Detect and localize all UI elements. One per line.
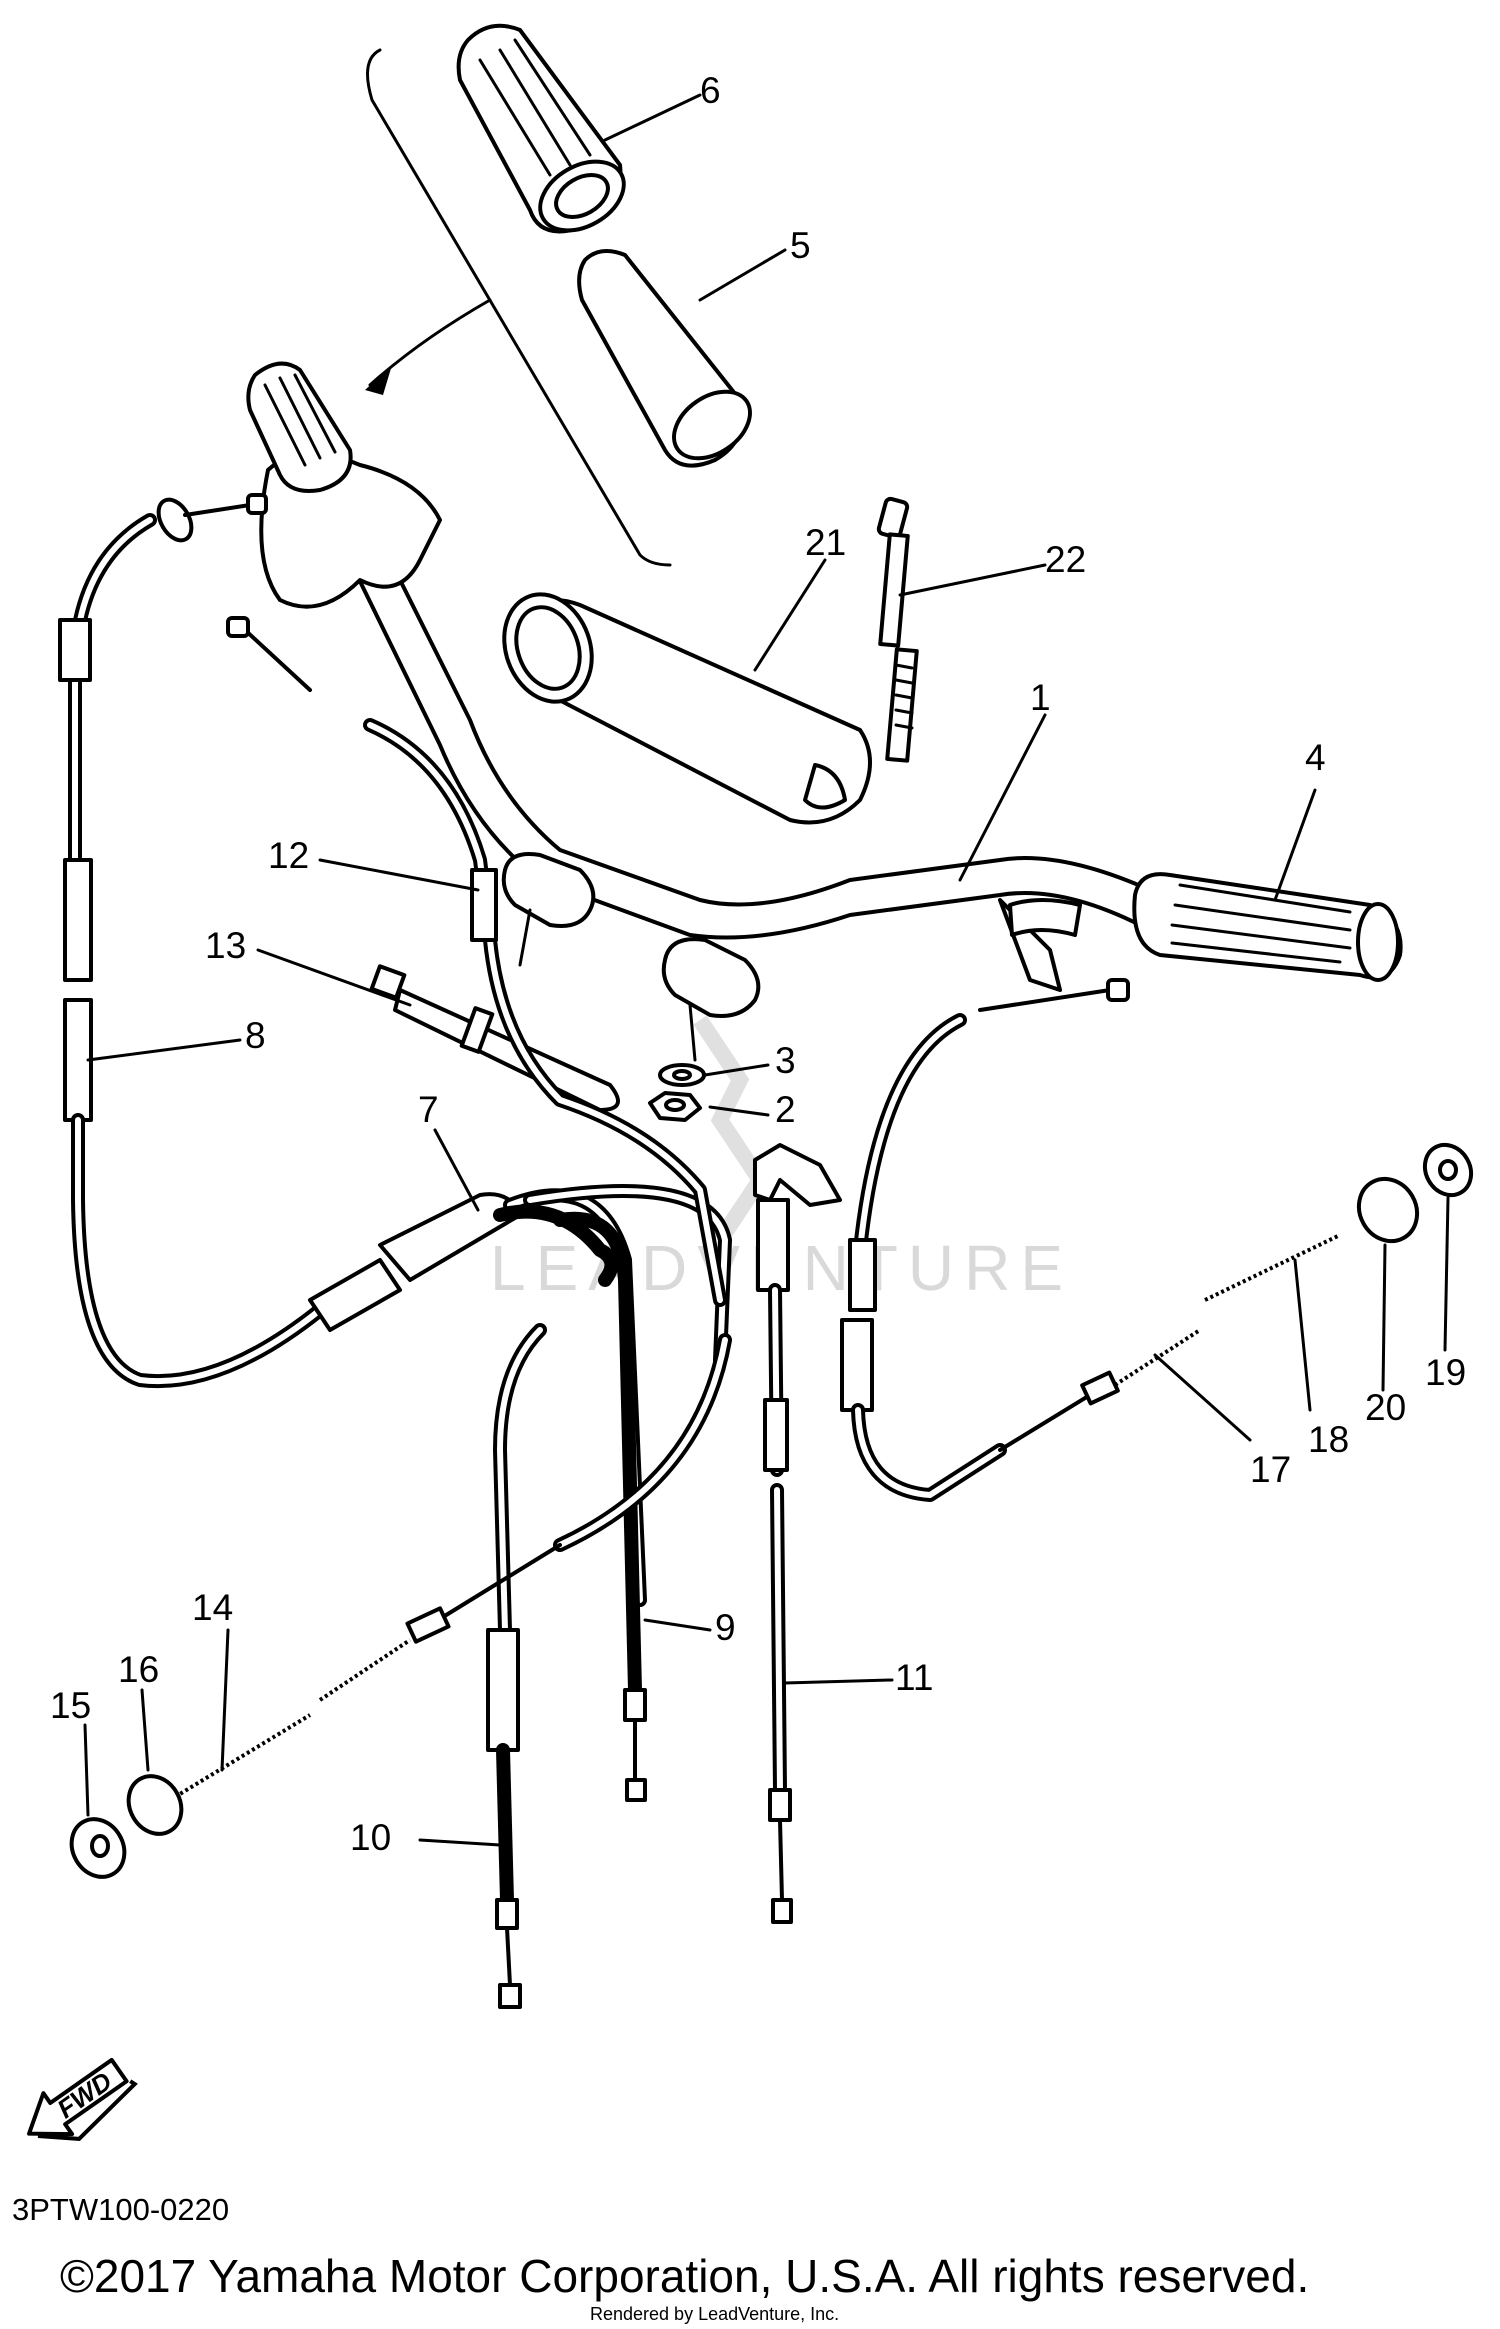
washer-nut <box>648 1063 706 1122</box>
callout-16: 16 <box>118 1649 159 1690</box>
cables-right <box>840 978 1474 1502</box>
grip-right <box>1132 872 1403 982</box>
callout-15: 15 <box>50 1685 91 1726</box>
callout-3: 3 <box>775 1040 796 1081</box>
callout-8: 8 <box>245 1015 266 1056</box>
callout-4: 4 <box>1305 737 1326 778</box>
callout-7: 7 <box>418 1089 439 1130</box>
callout-13: 13 <box>205 925 246 966</box>
callout-labels: 1 2 3 4 5 6 7 8 9 10 11 12 13 14 15 16 1… <box>50 70 1466 1858</box>
bar-clamps <box>501 852 761 1062</box>
callout-10: 10 <box>350 1817 391 1858</box>
callout-5: 5 <box>790 225 811 266</box>
band <box>876 496 919 763</box>
grip-upper <box>456 23 626 234</box>
detail-bracket <box>365 48 672 567</box>
callout-21: 21 <box>805 522 846 563</box>
callout-12: 12 <box>268 835 309 876</box>
cable-center <box>753 1143 842 1924</box>
callout-14: 14 <box>192 1587 233 1628</box>
callout-2: 2 <box>775 1089 796 1130</box>
diagram-code: 3PTW100-0220 <box>12 2192 229 2227</box>
callout-9: 9 <box>715 1607 736 1648</box>
callout-18: 18 <box>1308 1419 1349 1460</box>
rendered-by: Rendered by LeadVenture, Inc. <box>590 2304 839 2324</box>
cables-left <box>58 493 732 2009</box>
fwd-arrow: FWD <box>27 2057 138 2141</box>
callout-19: 19 <box>1425 1352 1466 1393</box>
callout-11: 11 <box>895 1657 933 1698</box>
grip-sleeve <box>502 592 872 825</box>
copyright-notice: ©2017 Yamaha Motor Corporation, U.S.A. A… <box>60 2250 1309 2302</box>
throttle-grip <box>246 361 353 493</box>
callout-1: 1 <box>1030 677 1051 718</box>
callout-22: 22 <box>1045 539 1086 580</box>
leader-lines <box>83 93 1450 1847</box>
callout-20: 20 <box>1365 1387 1406 1428</box>
callout-17: 17 <box>1250 1449 1291 1490</box>
throttle-sleeve <box>577 249 752 468</box>
callout-6: 6 <box>700 70 721 111</box>
